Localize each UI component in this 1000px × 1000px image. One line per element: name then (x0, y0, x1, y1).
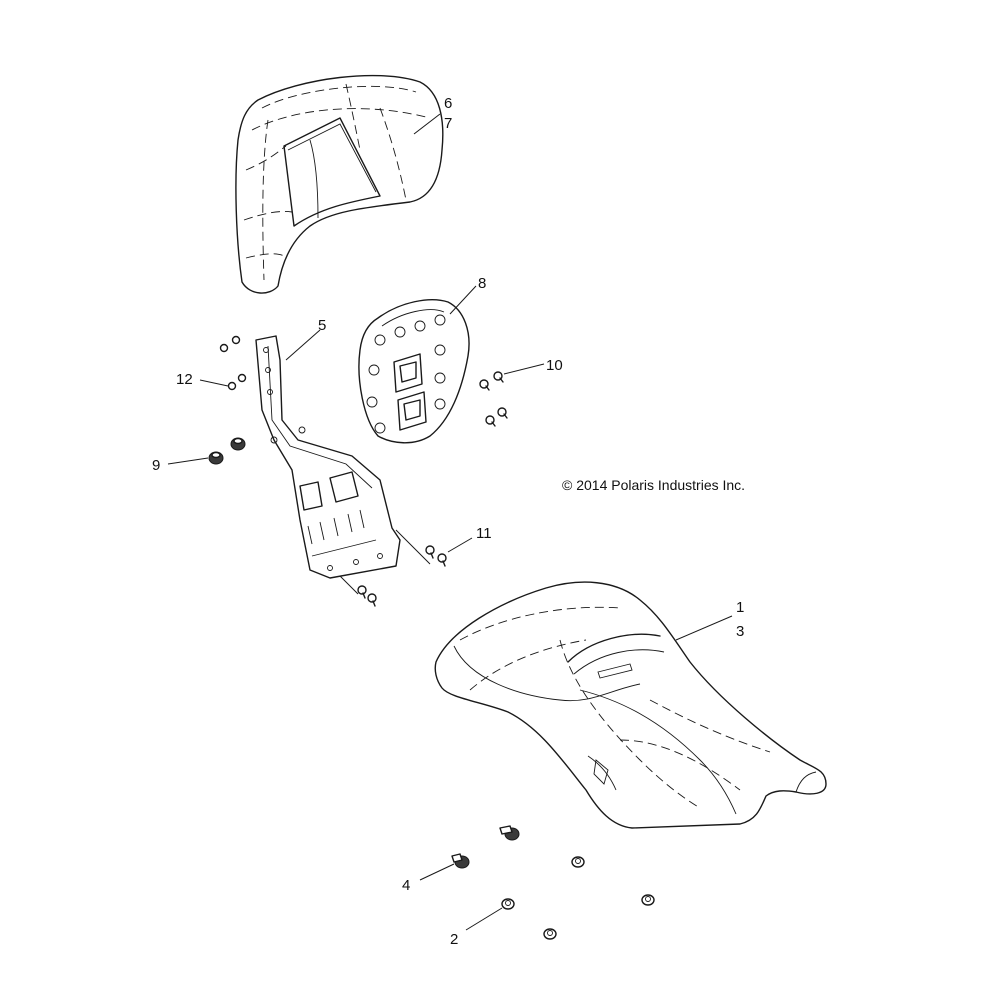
callout-6: 6 (444, 95, 452, 112)
leader-5 (285, 329, 321, 361)
screw-group-10 (479, 371, 508, 427)
callout-3: 3 (736, 623, 744, 640)
leader-2 (465, 907, 503, 931)
seat-part (434, 581, 827, 829)
bolt-group-11 (357, 545, 447, 607)
backrest-part (235, 74, 444, 294)
nut-group-2 (501, 856, 655, 940)
callout-9: 9 (152, 457, 160, 474)
grommet-group-9 (208, 437, 246, 465)
bracket-part (255, 335, 401, 579)
leader-9 (167, 457, 209, 465)
clip-group-4 (451, 825, 520, 869)
leader-12 (199, 379, 229, 387)
callout-5: 5 (318, 317, 326, 334)
callout-8: 8 (478, 275, 486, 292)
copyright-notice: © 2014 Polaris Industries Inc. (562, 477, 745, 493)
callout-11: 11 (476, 525, 492, 542)
callout-12: 12 (176, 371, 193, 388)
callout-7: 7 (444, 115, 452, 132)
leader-bracket-screw-2 (339, 575, 359, 595)
leader-bracket-screw (395, 529, 431, 565)
callout-1: 1 (736, 599, 744, 616)
leader-11 (447, 537, 473, 553)
callout-10: 10 (546, 357, 563, 374)
leader-4 (419, 863, 455, 881)
nut-group-12 (219, 335, 247, 391)
leader-1-3 (675, 615, 733, 641)
callout-2: 2 (450, 931, 458, 948)
bracket-plate-part (358, 299, 470, 444)
leader-10 (503, 363, 545, 375)
leader-6-7 (413, 113, 441, 135)
leader-8 (449, 285, 477, 315)
callout-4: 4 (402, 877, 410, 894)
